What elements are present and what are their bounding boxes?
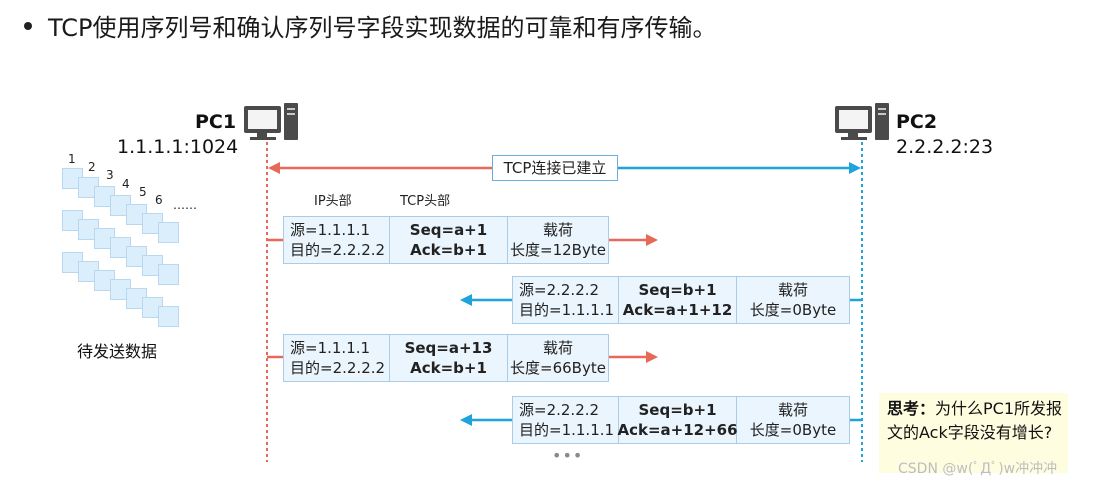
seq-field: Seq=a+1	[409, 221, 488, 239]
pc1-address: 1.1.1.1:1024	[117, 136, 239, 158]
pending-data-label: 待发送数据	[77, 342, 158, 361]
packet-4: 源=2.2.2.2 目的=1.1.1.1 Seq=b+1 Ack=a+12+66…	[512, 396, 850, 444]
packet-1: 源=1.1.1.1 目的=2.2.2.2 Seq=a+1 Ack=b+1 载荷 …	[283, 216, 609, 264]
ack-field: Ack=a+1+12	[622, 301, 733, 319]
note-text: 为什么PC1所发报文的Ack字段没有增长?	[887, 399, 1063, 442]
payload-label: 载荷	[542, 221, 573, 239]
csdn-watermark: CSDN @w(ﾟДﾟ)w冲冲冲	[898, 461, 1058, 477]
connection-arrowhead-left	[268, 162, 280, 174]
ip-header-cell: 源=2.2.2.2 目的=1.1.1.1	[513, 277, 619, 323]
seq-field: Seq=a+13	[404, 339, 493, 357]
ack-field: Ack=a+12+66	[617, 421, 738, 439]
tcp-header-label: TCP头部	[400, 194, 451, 209]
payload-cell: 载荷 长度=12Byte	[508, 217, 608, 263]
tcp-header-cell: Seq=a+1 Ack=b+1	[390, 217, 508, 263]
pc2-name: PC2	[896, 111, 938, 133]
seq-ellipsis: ……	[173, 198, 197, 212]
packet-2: 源=2.2.2.2 目的=1.1.1.1 Seq=b+1 Ack=a+1+12 …	[512, 276, 850, 324]
packet3-arrowhead	[646, 351, 658, 363]
payload-length: 长度=0Byte	[749, 421, 837, 439]
pc2-computer-icon	[835, 103, 889, 140]
src-address: 源=1.1.1.1	[290, 339, 371, 357]
ack-field: Ack=b+1	[410, 359, 487, 377]
src-address: 源=2.2.2.2	[519, 281, 600, 299]
payload-length: 长度=66Byte	[510, 359, 606, 377]
payload-length: 长度=0Byte	[749, 301, 837, 319]
pc2-address: 2.2.2.2:23	[896, 136, 994, 158]
packet4-arrowhead	[460, 414, 472, 426]
payload-cell: 载荷 长度=0Byte	[737, 397, 849, 443]
think-note: 思考：为什么PC1所发报文的Ack字段没有增长?	[879, 393, 1068, 473]
ip-header-cell: 源=2.2.2.2 目的=1.1.1.1	[513, 397, 619, 443]
tcp-header-cell: Seq=b+1 Ack=a+12+66	[617, 397, 738, 443]
ip-header-cell: 源=1.1.1.1 目的=2.2.2.2	[284, 335, 390, 381]
src-address: 源=2.2.2.2	[519, 401, 600, 419]
payload-label: 载荷	[777, 281, 808, 299]
connection-established-label: TCP连接已建立	[492, 155, 618, 181]
ip-header-cell: 源=1.1.1.1 目的=2.2.2.2	[284, 217, 390, 263]
packet1-arrowhead	[646, 234, 658, 246]
tcp-header-cell: Seq=a+13 Ack=b+1	[390, 335, 508, 381]
seq-number: 1	[68, 152, 76, 166]
heading-text: TCP使用序列号和确认序列号字段实现数据的可靠和有序传输。	[48, 14, 717, 42]
pc1-name: PC1	[195, 111, 237, 133]
src-address: 源=1.1.1.1	[290, 221, 371, 239]
payload-length: 长度=12Byte	[510, 241, 606, 259]
packet-3: 源=1.1.1.1 目的=2.2.2.2 Seq=a+13 Ack=b+1 载荷…	[283, 334, 609, 382]
ack-field: Ack=b+1	[410, 241, 487, 259]
tcp-header-cell: Seq=b+1 Ack=a+1+12	[619, 277, 737, 323]
dst-address: 目的=1.1.1.1	[519, 301, 615, 319]
ip-header-label: IP头部	[314, 194, 352, 209]
data-segment	[158, 222, 179, 243]
pc1-computer-icon	[244, 103, 298, 140]
heading: TCP使用序列号和确认序列号字段实现数据的可靠和有序传输。	[24, 8, 716, 43]
payload-label: 载荷	[542, 339, 573, 357]
dst-address: 目的=1.1.1.1	[519, 421, 615, 439]
dst-address: 目的=2.2.2.2	[290, 241, 386, 259]
data-segment	[158, 264, 179, 285]
data-segment	[158, 306, 179, 327]
more-packets-ellipsis: •••	[552, 446, 584, 465]
seq-number: 4	[122, 177, 130, 191]
seq-number: 5	[139, 185, 147, 199]
connection-arrowhead-right	[849, 162, 861, 174]
seq-field: Seq=b+1	[638, 401, 717, 419]
seq-number: 6	[155, 193, 163, 207]
note-title: 思考：	[887, 399, 936, 418]
seq-number: 2	[88, 160, 96, 174]
dst-address: 目的=2.2.2.2	[290, 359, 386, 377]
bullet-icon	[24, 22, 32, 30]
payload-label: 载荷	[777, 401, 808, 419]
payload-cell: 载荷 长度=0Byte	[737, 277, 849, 323]
seq-number: 3	[106, 168, 114, 182]
seq-field: Seq=b+1	[638, 281, 717, 299]
packet2-arrowhead	[460, 294, 472, 306]
payload-cell: 载荷 长度=66Byte	[508, 335, 608, 381]
